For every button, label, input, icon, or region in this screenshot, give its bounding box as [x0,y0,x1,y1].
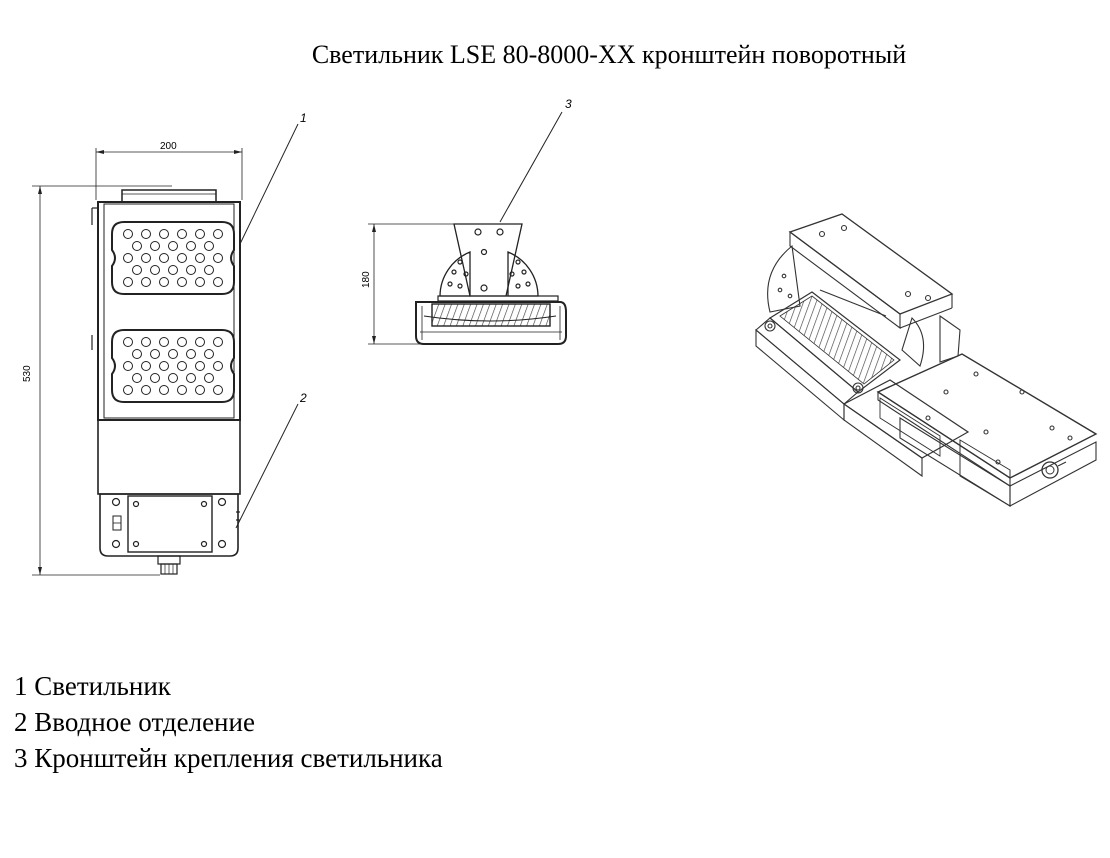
led-dot [177,385,187,395]
led-dot [123,385,133,395]
led-dot [168,349,178,359]
led-dot [177,277,187,287]
led-dot [195,277,205,287]
front-view [32,123,299,576]
led-dot [195,253,205,263]
led-dot [195,361,205,371]
led-dot [159,361,169,371]
led-dot [150,265,160,275]
drawing-title: Светильник LSE 80-8000-XX кронштейн пово… [311,40,907,69]
led-dot [141,277,151,287]
led-dot [132,265,142,275]
led-dot [132,349,142,359]
led-dot [204,265,214,275]
led-dot [150,373,160,383]
parts-legend: 1 Светильник 2 Вводное отделение 3 Кронш… [14,668,443,776]
led-dot [159,277,169,287]
led-dot [204,241,214,251]
led-dot [213,229,223,239]
led-dot [123,277,133,287]
led-dot [141,229,151,239]
width-dimension-label: 200 [160,141,177,152]
led-dot [186,373,196,383]
led-dot [186,241,196,251]
led-dot [159,229,169,239]
led-dot [123,337,133,347]
led-dot [141,337,151,347]
led-dot [123,229,133,239]
height-dimension-label: 530 [22,365,33,382]
led-dot [213,361,223,371]
led-dot [195,229,205,239]
led-dot [159,253,169,263]
led-dot [186,265,196,275]
led-array-bottom [123,337,223,395]
side-view [368,111,567,345]
led-dot [213,253,223,263]
legend-item: 2 Вводное отделение [14,707,255,737]
led-dot [150,349,160,359]
led-dot [177,253,187,263]
led-dot [168,265,178,275]
led-dot [213,385,223,395]
led-dot [123,361,133,371]
led-dot [186,349,196,359]
led-dot [195,337,205,347]
callout-1: 1 [300,111,307,125]
led-dot [195,385,205,395]
led-dot [123,253,133,263]
led-dot [132,241,142,251]
led-dot [213,337,223,347]
side-height-dimension-label: 180 [361,271,372,288]
led-dot [177,337,187,347]
led-dot [204,349,214,359]
led-dot [159,337,169,347]
led-dot [177,229,187,239]
legend-item: 3 Кронштейн крепления светильника [14,743,443,773]
isometric-view [755,213,1098,507]
legend-item: 1 Светильник [14,671,171,701]
callout-3: 3 [565,97,572,111]
led-dot [132,373,142,383]
led-dot [168,373,178,383]
led-array-top [123,229,223,287]
led-dot [213,277,223,287]
callout-2: 2 [299,391,307,405]
led-dot [141,253,151,263]
led-dot [150,241,160,251]
led-dot [141,385,151,395]
led-dot [177,361,187,371]
led-dot [204,373,214,383]
led-dot [168,241,178,251]
led-dot [159,385,169,395]
led-dot [141,361,151,371]
